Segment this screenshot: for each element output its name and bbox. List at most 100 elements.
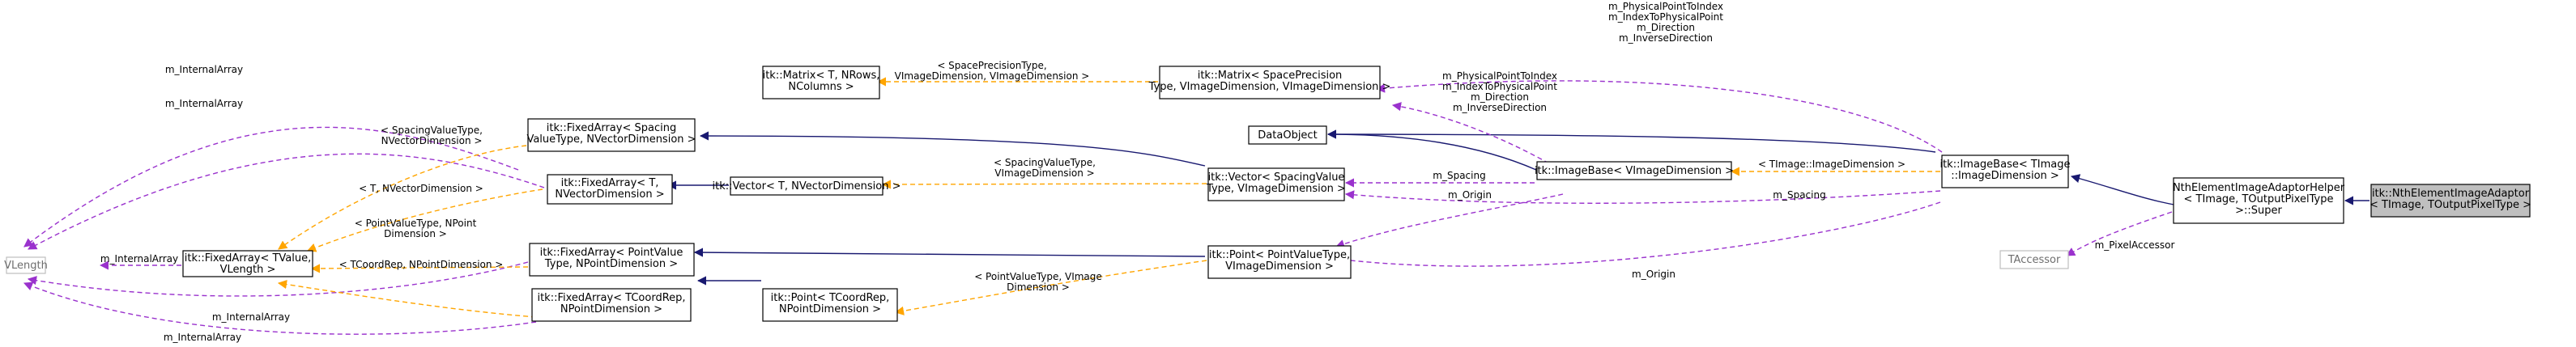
text-line: >::Super [2235,205,2282,217]
text-line: itk::ImageBase< TImage [1939,159,2070,171]
svg-text:NthElementImageAdaptorHelper<: NthElementImageAdaptorHelper< TImage, TO… [2173,182,2345,217]
svg-text:itk::Point< PointValueType,VIm: itk::Point< PointValueType,VImageDimensi… [1209,249,1350,273]
svg-text:itk::ImageBase< TImage::ImageD: itk::ImageBase< TImage::ImageDimension > [1939,159,2070,182]
label-tpl-matrix: < SpacePrecisionType,VImageDimension, VI… [895,60,1090,82]
text-line: m_InternalArray [212,311,290,323]
text-line: m_Direction [1471,91,1529,103]
edge-inherit-fa-spacing-to-vector-spacing [699,131,1206,167]
text-line: Type, NPointDimension > [544,258,678,270]
text-line: itk::Point< TCoordRep, [771,292,890,304]
node-fixedarray-tcoordrep[interactable]: itk::FixedArray< TCoordRep,NPointDimensi… [531,288,692,322]
text-line: NPointDimension > [560,303,662,315]
node-fixedarray-tvalue[interactable]: itk::FixedArray< TValue,VLength > [182,250,313,277]
text-line: itk::FixedArray< PointValue [540,247,683,259]
node-imagebase-timage[interactable]: itk::ImageBase< TImage::ImageDimension > [1939,154,2071,188]
svg-text:itk::FixedArray< T,NVectorDime: itk::FixedArray< T,NVectorDimension > [555,177,664,201]
text-line: VImageDimension > [1225,260,1334,273]
text-line: m_InternalArray [165,64,243,75]
node-vector-t[interactable]: itk::Vector< T, NVectorDimension > [713,176,901,196]
svg-text:itk::Point< TCoordRep,NPointDi: itk::Point< TCoordRep,NPointDimension > [771,292,890,315]
node-adaptor-helper-super[interactable]: NthElementImageAdaptorHelper< TImage, TO… [2173,177,2345,224]
node-imagebase-vimagedimension[interactable]: itk::ImageBase< VImageDimension > [1535,161,1734,180]
label-tpl-coord-fa: < TCoordRep, NPointDimension > [339,259,504,270]
label-tpl-imagebase: < TImage::ImageDimension > [1758,159,1905,170]
label-internal-array-3: m_InternalArray [100,253,178,264]
text-line: m_InternalArray [165,98,243,109]
text-line: VImageDimension > [994,167,1094,179]
text-line: < SpacingValueType, [994,157,1096,168]
node-taccessor[interactable]: TAccessor [1999,250,2069,269]
label-internal-array-4: m_InternalArray [212,311,290,323]
text-line: m_Origin [1632,269,1675,280]
edge-inherit-fa-point-to-point-value [693,248,1206,257]
text-line: Type, VImageDimension > [1206,183,1346,195]
svg-text:itk::FixedArray< TCoordRep,NPo: itk::FixedArray< TCoordRep,NPointDimensi… [537,292,685,315]
node-point-tcoordrep[interactable]: itk::Point< TCoordRep,NPointDimension > [762,288,898,322]
text-line: NVectorDimension > [381,135,483,146]
text-line: itk::Vector< SpacingValue [1208,171,1345,184]
label-internal-array-5: m_InternalArray [164,332,241,343]
text-line: VLength [4,260,48,272]
text-line: NthElementImageAdaptorHelper [2173,182,2345,194]
text-line: m_Origin [1448,189,1492,201]
label-internal-array-2: m_InternalArray [165,98,243,109]
text-line: itk::Matrix< SpacePrecision [1198,70,1343,82]
node-dataobject[interactable]: DataObject [1248,125,1327,145]
text-line: m_Direction [1637,22,1695,33]
edge-template-fa-coord [277,280,537,318]
text-line: NColumns > [788,81,854,93]
text-line: m_InverseDirection [1619,32,1713,44]
label-pixel-accessor: m_PixelAccessor [2095,239,2175,251]
text-line: ::ImageDimension > [1951,170,2059,182]
label-tpl-vector: < SpacingValueType,VImageDimension > [994,157,1096,179]
edge-member-pixel-accessor [2066,211,2173,256]
text-line: < PointValueType, NPoint [355,218,477,229]
svg-text:VLength: VLength [4,260,48,272]
text-line: m_PixelAccessor [2095,239,2175,251]
text-line: m_PhysicalPointToIndex [1442,70,1557,82]
node-nthelementimageadaptor[interactable]: itk::NthElementImageAdaptor< TImage, TOu… [2369,184,2531,218]
text-line: itk::Matrix< T, NRows, [763,70,880,82]
edge-inherit-dataobject-to-imagebase-v [1326,129,1537,171]
text-line: < SpacePrecisionType, [937,60,1046,71]
edge-template-fa-point [310,264,529,273]
edge-template-fa-t [306,188,543,252]
text-line: m_InverseDirection [1453,102,1547,113]
node-point-pointvalue[interactable]: itk::Point< PointValueType,VImageDimensi… [1207,245,1352,279]
svg-text:itk::Matrix< SpacePrecisionTyp: itk::Matrix< SpacePrecisionType, VImageD… [1148,70,1391,93]
text-line: Type, VImageDimension, VImageDimension > [1148,81,1391,93]
text-line: NVectorDimension > [555,188,664,201]
edge-inherit-imagebase-t-to-helper [2070,174,2184,207]
text-line: itk::NthElementImageAdaptor [2372,188,2530,200]
text-line: VImageDimension, VImageDimension > [895,70,1090,82]
node-fixedarray-t[interactable]: itk::FixedArray< T,NVectorDimension > [547,174,673,205]
svg-text:itk::NthElementImageAdaptor< T: itk::NthElementImageAdaptor< TImage, TOu… [2369,188,2531,211]
node-vlength[interactable]: VLength [4,256,48,274]
edges [23,77,2369,335]
text-line: ValueType, NVectorDimension > [526,133,696,146]
svg-text:TAccessor: TAccessor [2008,254,2061,266]
text-line: m_InternalArray [100,253,178,264]
edge-member-origin-imagebase-v [1335,193,1564,248]
edge-labels: m_InternalArray m_InternalArray m_Intern… [100,1,2175,343]
text-line: VLength > [220,264,276,276]
label-internal-array-1: m_InternalArray [165,64,243,75]
edge-member-origin-imagebase-t [1335,201,1941,267]
text-line: m_IndexToPhysicalPoint [1608,11,1723,23]
text-line: m_Spacing [1433,170,1485,181]
text-line: < T, NVectorDimension > [359,183,483,194]
label-tpl-spacing-fa: < SpacingValueType,NVectorDimension > [381,125,483,146]
text-line: < TImage, TOutputPixelType > [2369,199,2531,211]
node-matrix-generic[interactable]: itk::Matrix< T, NRows,NColumns > [762,66,880,99]
edge-template-point [894,260,1207,315]
edge-member-vlength-fa-t [28,153,545,250]
text-line: itk::Point< PointValueType, [1209,249,1350,261]
edge-member-spacing-imagebase-t [1344,190,1941,204]
